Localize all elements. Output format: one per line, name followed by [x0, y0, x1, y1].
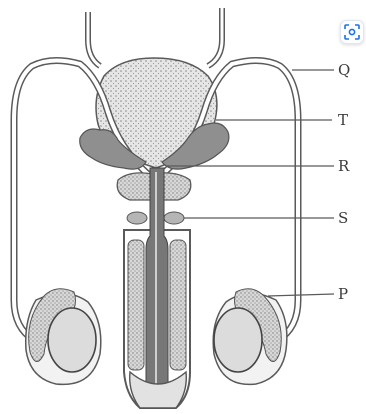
- right-ureter: [208, 8, 222, 66]
- label-q: Q: [338, 63, 350, 78]
- visual-search-button[interactable]: [340, 20, 364, 44]
- left-testis: [48, 308, 96, 372]
- label-r: R: [338, 159, 349, 174]
- right-corpus-cavernosum: [170, 240, 186, 370]
- label-s: S: [338, 211, 348, 226]
- left-cowpers-gland: [127, 212, 147, 224]
- right-cowpers-gland: [164, 212, 184, 224]
- label-t: T: [338, 113, 348, 128]
- label-p: P: [338, 287, 348, 302]
- left-corpus-cavernosum: [128, 240, 144, 370]
- visual-search-icon: [343, 23, 361, 41]
- right-testis: [214, 308, 262, 372]
